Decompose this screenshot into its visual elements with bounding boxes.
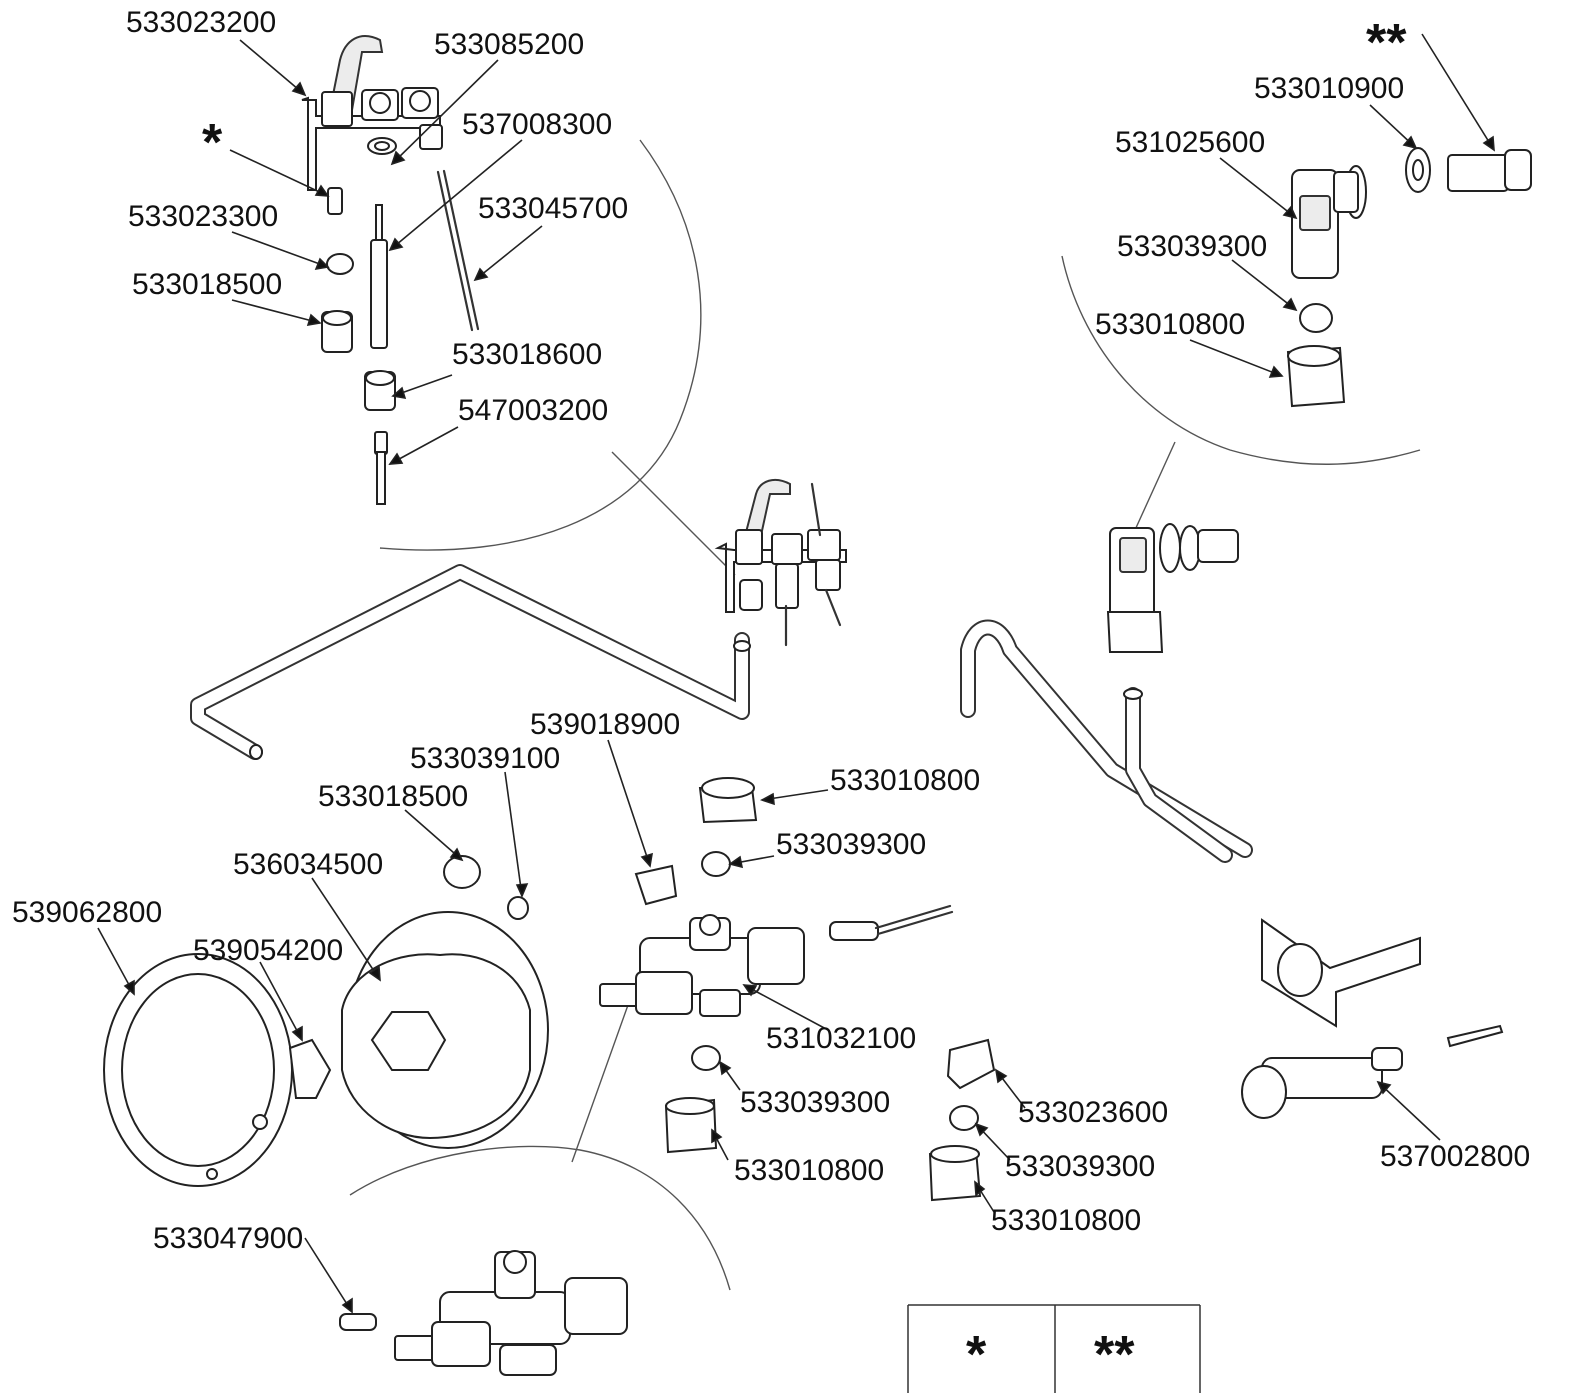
part-label: 533010800 — [734, 1154, 884, 1187]
part-label: 539054200 — [193, 934, 343, 967]
control-knob — [341, 855, 549, 1149]
connector-exploded — [1286, 147, 1532, 408]
part-label: 533039300 — [1117, 230, 1267, 263]
part-label: 533085200 — [434, 28, 584, 61]
part-label: 533018500 — [318, 780, 468, 813]
leader-lines — [97, 33, 1495, 1314]
piezo-igniter — [1241, 918, 1504, 1119]
part-label: 533045700 — [478, 192, 628, 225]
part-label: 539062800 — [12, 896, 162, 929]
part-label: 533010800 — [830, 764, 980, 797]
part-label: 533039300 — [740, 1086, 890, 1119]
gas-tube-left — [190, 564, 751, 760]
part-label: 539018900 — [530, 708, 680, 741]
part-label: 533039300 — [1005, 1150, 1155, 1183]
part-label: 531025600 — [1115, 126, 1265, 159]
double-asterisk-marker: ** — [1366, 14, 1407, 72]
detail-circles — [349, 139, 1421, 1291]
legend-cell-double: ** — [1094, 1326, 1135, 1384]
gas-valve-lower — [339, 1250, 628, 1376]
loose-fittings — [634, 777, 996, 1202]
part-label: 533039300 — [776, 828, 926, 861]
pilot-assembly — [714, 478, 847, 647]
part-label: 537008300 — [462, 108, 612, 141]
part-label: 537002800 — [1380, 1140, 1530, 1173]
part-label: 531032100 — [766, 1022, 916, 1055]
part-label: 533018500 — [132, 268, 282, 301]
connector-assembly — [1106, 523, 1239, 653]
bezel-ring — [103, 953, 332, 1187]
part-label: 533010900 — [1254, 72, 1404, 105]
part-label: 533039100 — [410, 742, 560, 775]
part-label: 533023200 — [126, 6, 276, 39]
part-labels: 533023200 533085200 537008300 * 53302330… — [12, 6, 1530, 1255]
part-label: 533023600 — [1018, 1096, 1168, 1129]
part-label: 533010800 — [991, 1204, 1141, 1237]
gas-tube-right — [960, 619, 1253, 863]
legend-cell-single: * — [966, 1326, 987, 1384]
asterisk-marker: * — [202, 114, 223, 172]
part-label: 533047900 — [153, 1222, 303, 1255]
part-label: 536034500 — [233, 848, 383, 881]
part-label: 547003200 — [458, 394, 608, 427]
legend-table: * ** — [907, 1304, 1201, 1393]
part-label: 533010800 — [1095, 308, 1245, 341]
part-label: 533023300 — [128, 200, 278, 233]
part-label: 533018600 — [452, 338, 602, 371]
gas-valve-center — [599, 904, 954, 1017]
pilot-burner-exploded — [301, 35, 480, 505]
